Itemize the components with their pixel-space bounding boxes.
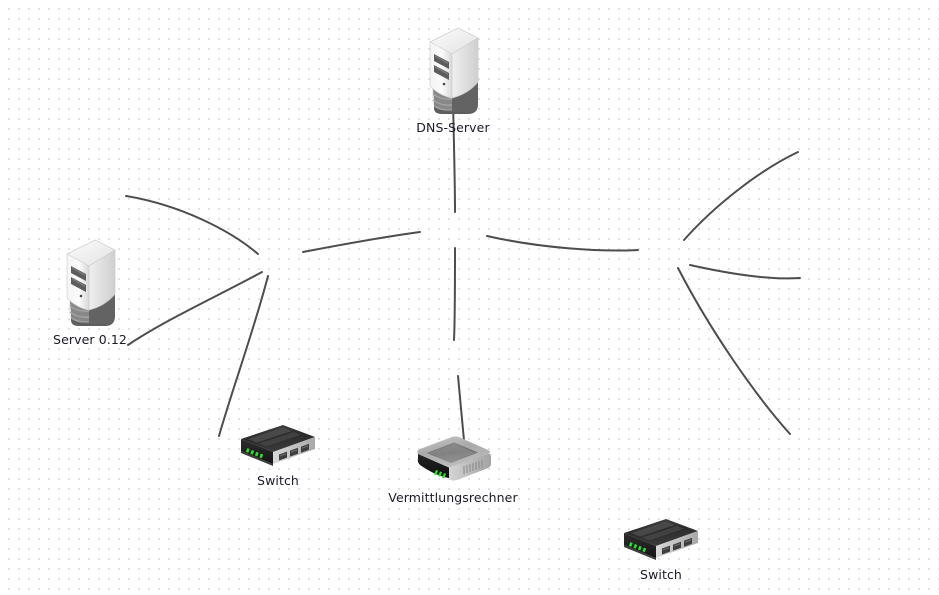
node-router[interactable]: Vermittlungsrechner xyxy=(388,434,518,505)
node-label-switch-left: Switch xyxy=(257,473,299,488)
node-label-router: Vermittlungsrechner xyxy=(388,490,518,505)
node-switch-right[interactable]: Switch xyxy=(618,517,704,582)
server-icon xyxy=(429,27,479,114)
node-label-dns-server: DNS-Server xyxy=(416,120,490,135)
node-dns-server[interactable]: DNS-Server xyxy=(416,24,490,135)
router-icon xyxy=(417,436,491,481)
switch-icon xyxy=(241,425,315,466)
switch-icon xyxy=(624,519,698,560)
node-label-server-0-12: Server 0.12 xyxy=(53,332,127,347)
node-switch-left[interactable]: Switch xyxy=(235,423,321,488)
server-icon xyxy=(66,239,116,326)
node-label-switch-right: Switch xyxy=(640,567,682,582)
node-server-0-12[interactable]: Server 0.12 xyxy=(53,236,127,347)
